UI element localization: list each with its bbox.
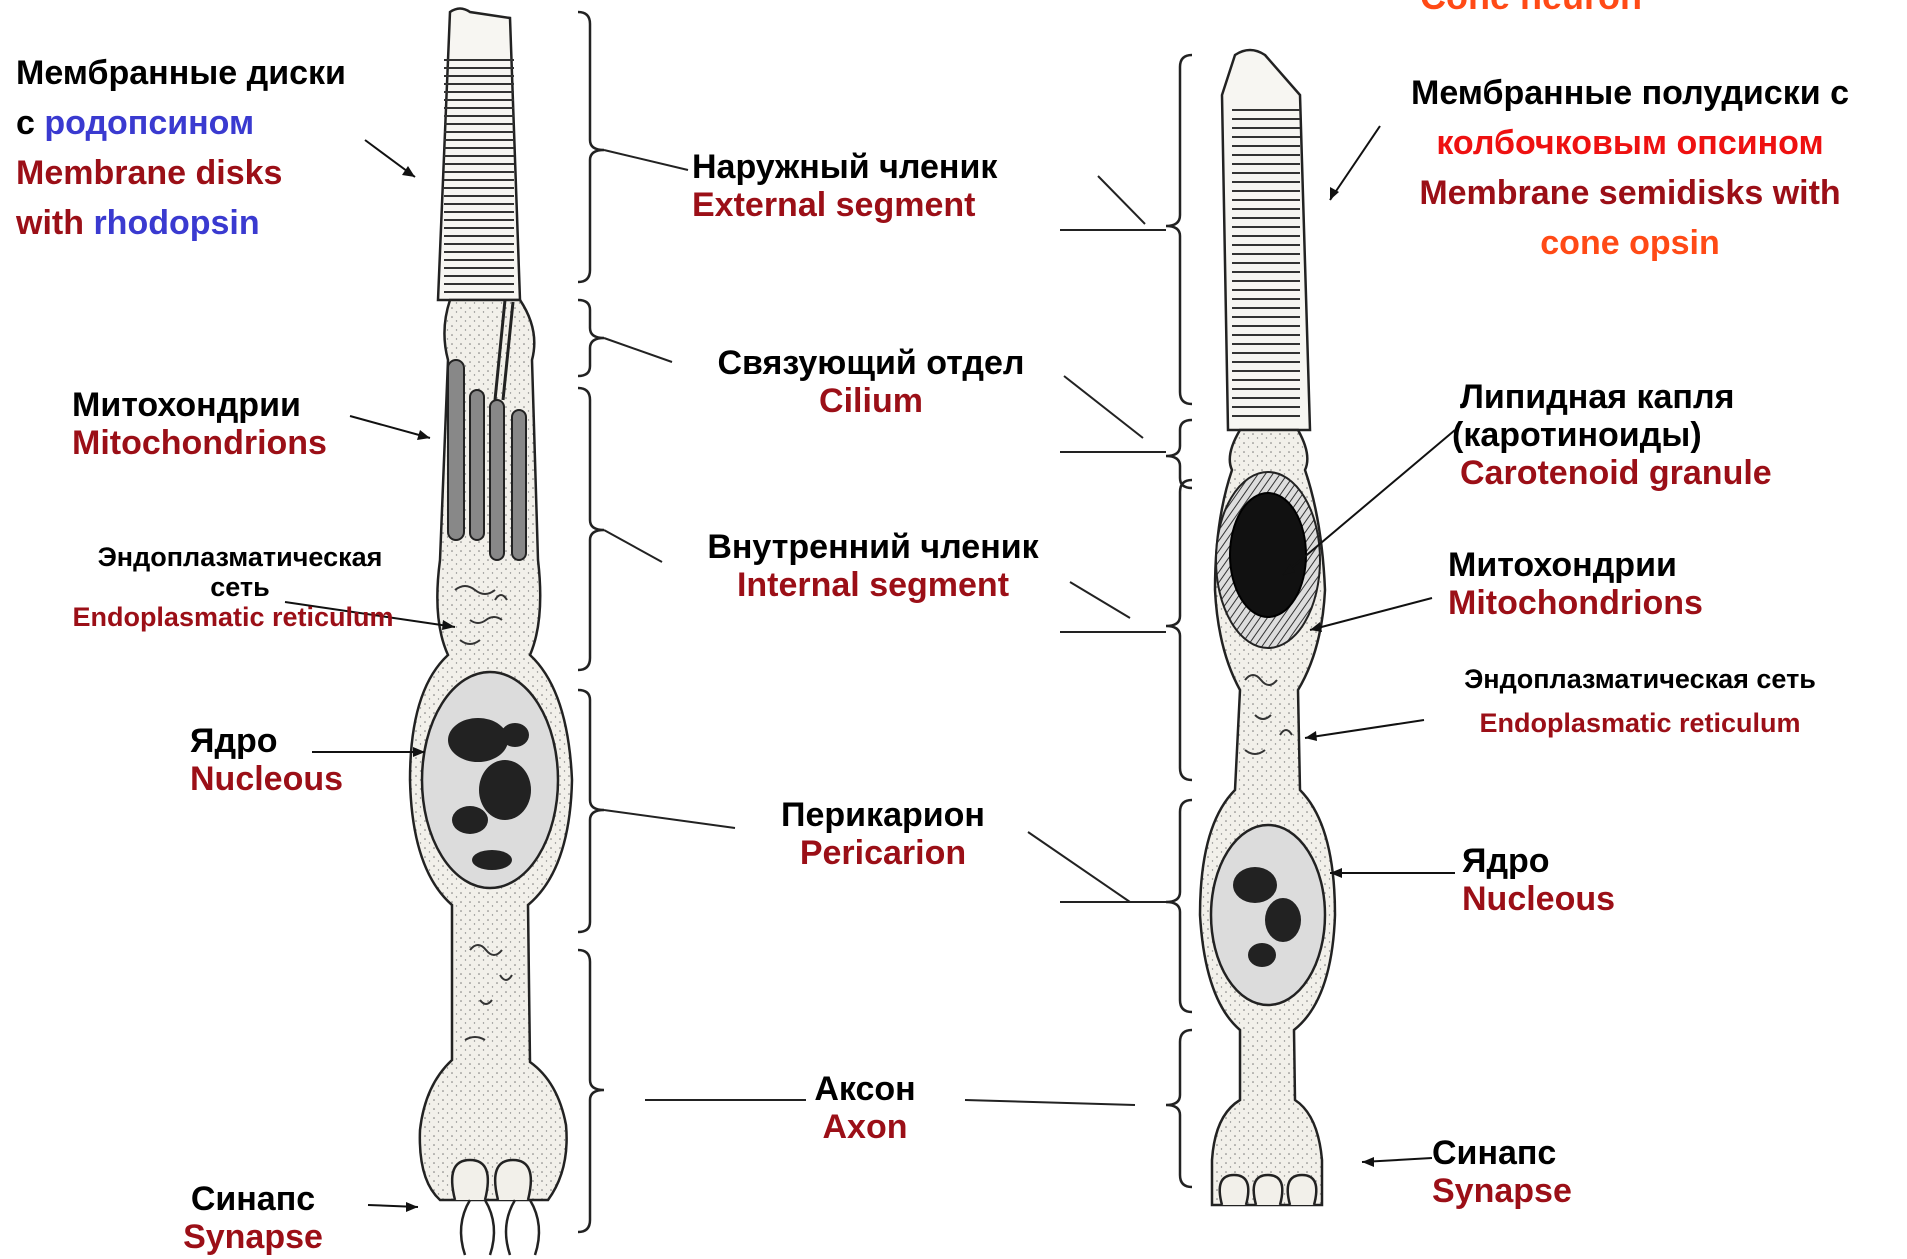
rod-nucleus-label: Ядро Nucleous bbox=[190, 722, 343, 798]
cone-synapse-ru: Синапс bbox=[1432, 1134, 1572, 1172]
cone-outer-segment bbox=[1222, 50, 1310, 430]
outer-segment-label: Наружный членик External segment bbox=[692, 148, 997, 224]
axon-label: Аксон Axon bbox=[800, 1070, 930, 1146]
rod-nucleus-ru: Ядро bbox=[190, 722, 343, 760]
inner-segment-en: Internal segment bbox=[664, 566, 1082, 604]
outer-segment-en: External segment bbox=[692, 186, 997, 224]
cone-mito-label: Митохондрии Mitochondrions bbox=[1448, 546, 1703, 622]
header-cut-text: Cone neuron bbox=[1420, 0, 1642, 16]
axon-ru: Аксон bbox=[800, 1070, 930, 1108]
rod-er-label: Эндоплазматическая сеть Endoplasmatic re… bbox=[18, 542, 448, 632]
pericaryon-label: Перикарион Pericarion bbox=[738, 796, 1028, 872]
cone-semidisks-en-2: cone opsin bbox=[1350, 224, 1907, 262]
cone-synapse-en: Synapse bbox=[1432, 1172, 1572, 1210]
cone-lipid-en: Carotenoid granule bbox=[1460, 454, 1772, 492]
cone-semidisks-label: Мембранные полудиски с колбочковым опсин… bbox=[1350, 74, 1907, 262]
rod-er-en: Endoplasmatic reticulum bbox=[18, 602, 448, 632]
rod-er-ru-1: Эндоплазматическая bbox=[32, 542, 448, 572]
outer-segment-ru: Наружный членик bbox=[692, 148, 997, 186]
pericaryon-ru: Перикарион bbox=[738, 796, 1028, 834]
rod-outer-segment bbox=[438, 9, 520, 301]
cone-semidisks-en-1: Membrane semidisks with bbox=[1350, 174, 1907, 212]
cone-nucleus-en: Nucleous bbox=[1462, 880, 1615, 918]
cilium-label: Связующий отдел Cilium bbox=[678, 344, 1064, 420]
rod-disks-en-1: Membrane disks bbox=[16, 154, 346, 192]
rod-mito-label: Митохондрии Mitochondrions bbox=[72, 386, 327, 462]
rod-disks-ru-2: с родопсином bbox=[16, 104, 346, 142]
cone-mito-ru: Митохондрии bbox=[1448, 546, 1703, 584]
rod-disks-en-2: with rhodopsin bbox=[16, 204, 346, 242]
rod-nucleus-en: Nucleous bbox=[190, 760, 343, 798]
rod-synapse-label: Синапс Synapse bbox=[168, 1180, 338, 1256]
rod-disks-label: Мембранные диски с родопсином Membrane d… bbox=[16, 54, 346, 242]
cone-synapse-terminals bbox=[1220, 1175, 1317, 1205]
connector-lines bbox=[604, 150, 1166, 1105]
rod-disks-ru-1: Мембранные диски bbox=[16, 54, 346, 92]
cone-lipid-droplet bbox=[1230, 493, 1306, 617]
rod-synapse-en: Synapse bbox=[168, 1218, 338, 1256]
cone-er-label: Эндоплазматическая сеть Endoplasmatic re… bbox=[1390, 664, 1890, 738]
cone-er-ru: Эндоплазматическая сеть bbox=[1390, 664, 1890, 694]
cone-semidisks-ru-1: Мембранные полудиски с bbox=[1350, 74, 1907, 112]
cilium-en: Cilium bbox=[678, 382, 1064, 420]
cone-lipid-ru-2: (каротиноиды) bbox=[1452, 416, 1772, 454]
inner-segment-ru: Внутренний членик bbox=[664, 528, 1082, 566]
cone-er-en: Endoplasmatic reticulum bbox=[1390, 708, 1890, 738]
cone-mito-en: Mitochondrions bbox=[1448, 584, 1703, 622]
axon-en: Axon bbox=[800, 1108, 930, 1146]
rod-mito-en: Mitochondrions bbox=[72, 424, 327, 462]
cone-synapse-label: Синапс Synapse bbox=[1432, 1134, 1572, 1210]
rod-synapse-ru: Синапс bbox=[168, 1180, 338, 1218]
rod-er-ru-2: сеть bbox=[32, 572, 448, 602]
cone-nucleus-label: Ядро Nucleous bbox=[1462, 842, 1615, 918]
rod-mito-ru: Митохондрии bbox=[72, 386, 327, 424]
cone-nucleus-ru: Ядро bbox=[1462, 842, 1615, 880]
cone-lipid-label: Липидная капля (каротиноиды) Carotenoid … bbox=[1460, 378, 1772, 492]
cone-membrane-semidisks bbox=[1232, 110, 1300, 416]
cone-lipid-ru-1: Липидная капля bbox=[1460, 378, 1772, 416]
pericaryon-en: Pericarion bbox=[738, 834, 1028, 872]
cone-semidisks-ru-2: колбочковым опсином bbox=[1350, 124, 1907, 162]
inner-segment-label: Внутренний членик Internal segment bbox=[664, 528, 1082, 604]
cilium-ru: Связующий отдел bbox=[678, 344, 1064, 382]
